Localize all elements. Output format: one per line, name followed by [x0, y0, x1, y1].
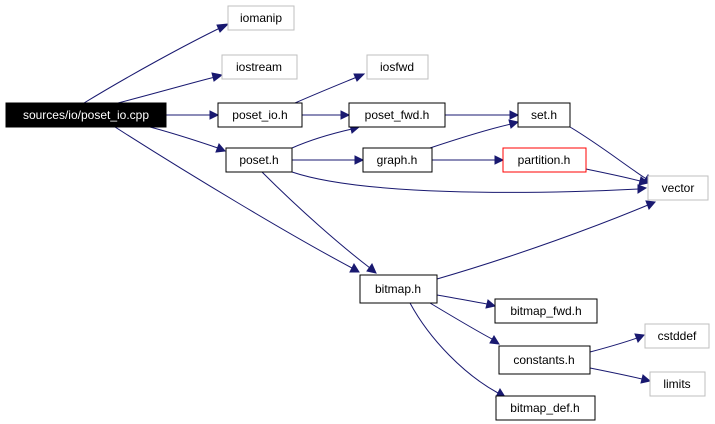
edge-partition-h-to-vector: [585, 168, 641, 182]
edge-arrow-vector-from-poset: [637, 184, 648, 194]
edge-arrow-bitmap-fwd-h: [485, 299, 497, 309]
edge-poset-io-cpp-to-iomanip: [83, 26, 223, 104]
edge-bitmap-h-to-bitmap-def-h: [409, 302, 499, 394]
edge-arrow-iostream: [211, 72, 224, 82]
edge-arrow-vector-from-bitmap: [645, 200, 656, 210]
node-label: bitmap_fwd.h: [510, 304, 581, 318]
edge-arrow-vector-from-partition: [638, 176, 650, 186]
node-label: vector: [662, 181, 695, 195]
node-bitmap-h[interactable]: bitmap.h: [359, 274, 438, 304]
edge-set-h-to-vector: [569, 126, 646, 179]
node-poset-h[interactable]: poset.h: [225, 147, 293, 173]
node-limits[interactable]: limits: [649, 371, 706, 397]
edge-arrow-bitmap-h-from-poset: [366, 262, 377, 274]
node-iosfwd[interactable]: iosfwd: [366, 54, 429, 80]
edge-bitmap-h-to-bitmap-fwd-h: [436, 294, 488, 305]
node-label: cstddef: [658, 329, 697, 343]
edge-poset-io-h-to-iosfwd: [294, 76, 358, 104]
edge-arrow-constants-h: [489, 335, 500, 345]
node-label: bitmap.h: [375, 282, 421, 296]
node-iostream[interactable]: iostream: [221, 54, 298, 80]
node-bitmap-fwd-h[interactable]: bitmap_fwd.h: [494, 298, 598, 324]
node-label: poset.h: [239, 153, 278, 167]
edge-arrow-set-h-from-fwd: [509, 110, 520, 120]
node-label: graph.h: [377, 153, 418, 167]
edge-constants-h-to-cstddef: [589, 337, 638, 353]
node-poset-io-h[interactable]: poset_io.h: [217, 102, 303, 128]
node-partition-h[interactable]: partition.h: [502, 147, 587, 173]
edge-bitmap-h-to-vector: [436, 204, 649, 280]
node-label: poset_io.h: [232, 108, 287, 122]
node-label: sources/io/poset_io.cpp: [23, 108, 149, 122]
edge-poset-h-to-vector: [291, 171, 639, 193]
node-cstddef[interactable]: cstddef: [644, 323, 710, 349]
node-label: limits: [663, 377, 690, 391]
node-label: iostream: [236, 60, 282, 74]
node-label: iomanip: [240, 11, 282, 25]
edge-poset-io-cpp-to-bitmap-h: [114, 126, 353, 269]
edge-graph-h-to-set-h: [429, 123, 512, 149]
nodes: sources/io/poset_io.cpp iomanip iostream…: [5, 5, 710, 421]
node-graph-h[interactable]: graph.h: [362, 147, 433, 173]
edge-arrow-poset-io-h: [209, 110, 220, 120]
node-set-h[interactable]: set.h: [517, 102, 571, 128]
node-label: poset_fwd.h: [365, 108, 430, 122]
node-label: set.h: [531, 108, 557, 122]
edges: [83, 23, 656, 398]
node-label: iosfwd: [380, 60, 414, 74]
node-iomanip[interactable]: iomanip: [227, 5, 295, 31]
node-constants-h[interactable]: constants.h: [498, 345, 591, 375]
edge-arrow-bitmap-h-from-cpp: [349, 262, 360, 273]
edge-arrow-cstddef: [634, 333, 645, 343]
edge-poset-h-to-bitmap-h: [261, 171, 371, 269]
edge-poset-io-cpp-to-iostream: [117, 76, 216, 104]
edge-poset-h-to-poset-fwd-h: [291, 128, 353, 149]
node-label: bitmap_def.h: [510, 401, 579, 415]
edge-poset-io-cpp-to-poset-h: [149, 126, 219, 149]
node-label: partition.h: [518, 153, 571, 167]
edge-arrow-limits: [640, 374, 652, 384]
edge-arrow-partition-h: [494, 155, 505, 165]
edge-arrow-poset-fwd-h-from-io: [340, 110, 351, 120]
node-poset-io-cpp[interactable]: sources/io/poset_io.cpp: [5, 102, 167, 128]
edge-constants-h-to-limits: [589, 367, 643, 380]
edge-arrow-iomanip: [216, 23, 230, 33]
edge-bitmap-h-to-constants-h: [429, 302, 493, 340]
edge-arrow-poset-h: [215, 143, 226, 153]
node-vector[interactable]: vector: [647, 175, 709, 201]
edge-arrow-iosfwd: [353, 73, 366, 82]
node-poset-fwd-h[interactable]: poset_fwd.h: [348, 102, 446, 128]
node-bitmap-def-h[interactable]: bitmap_def.h: [495, 395, 596, 421]
edge-arrow-set-h-from-graph: [508, 119, 520, 129]
edge-arrow-graph-h: [354, 155, 365, 165]
node-label: constants.h: [513, 353, 574, 367]
